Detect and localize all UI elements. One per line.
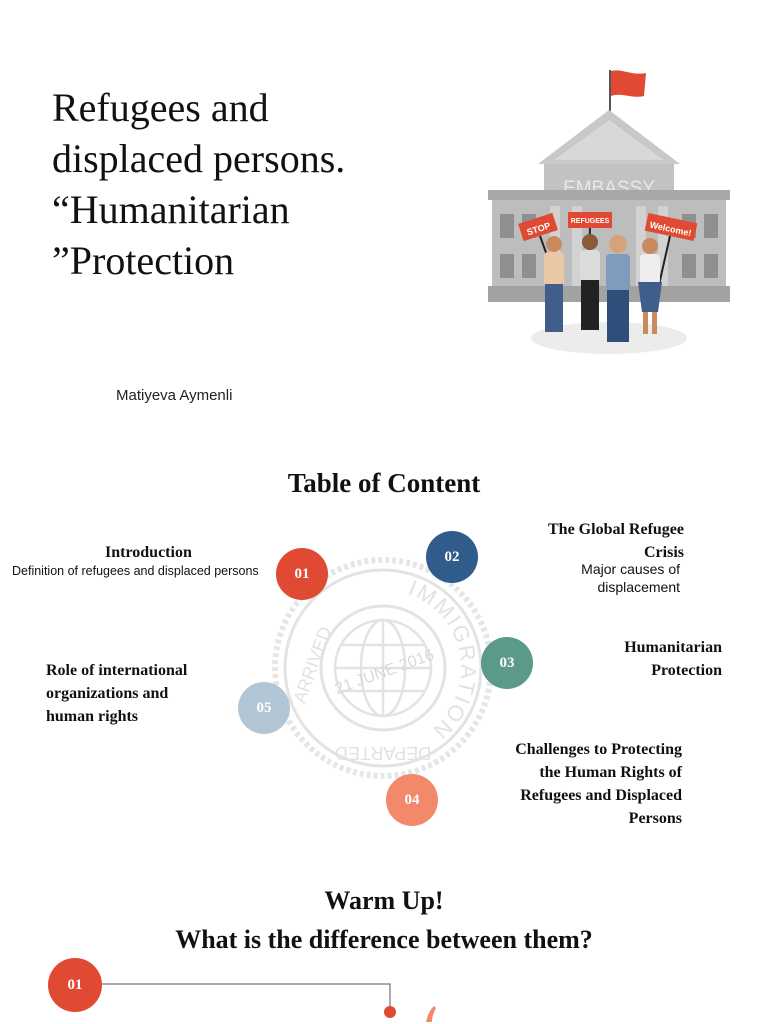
toc-number-02[interactable]: 02 <box>426 531 478 583</box>
warmup-title: Warm Up! <box>324 886 444 915</box>
toc-item-title-01[interactable]: Introduction <box>105 544 192 561</box>
warmup-number-01[interactable]: 01 <box>48 958 102 1012</box>
toc-item-title-05-line-2: organizations and <box>46 685 169 702</box>
hand-icon <box>426 1006 436 1022</box>
toc-item-title-05[interactable]: Role of international organizations and … <box>46 659 187 728</box>
title-line-2: displaced persons. <box>52 136 346 181</box>
slide-title: Refugees and displaced persons. “Humanit… <box>52 82 412 286</box>
protesters <box>544 234 662 342</box>
stamp-left-text: ARRIVED <box>289 624 335 706</box>
toc-item-title-04-line-4: Persons <box>628 810 682 827</box>
author-name: Matiyeva Aymenli <box>116 387 233 404</box>
sign-refugees-text: REFUGEES <box>571 218 610 225</box>
toc-item-title-02-line-2: Crisis <box>644 544 684 561</box>
title-line-4: ”Protection <box>52 238 235 283</box>
toc-item-title-02[interactable]: The Global Refugee Crisis <box>470 518 684 564</box>
globe-icon <box>333 618 433 718</box>
warmup-question: What is the difference between them? <box>175 925 593 954</box>
toc-item-title-04-line-2: the Human Rights of <box>539 764 682 781</box>
toc-item-title-04[interactable]: Challenges to Protecting the Human Right… <box>440 738 682 830</box>
toc-item-subtitle-02-line-1: Major causes of <box>581 561 680 577</box>
toc-item-title-03-line-2: Protection <box>651 662 722 679</box>
toc-item-title-04-line-1: Challenges to Protecting <box>515 741 682 758</box>
toc-item-title-03[interactable]: Humanitarian Protection <box>560 636 722 682</box>
embassy-protest-illustration: EMBASSY STOP REFUGEES Welcome! <box>488 70 730 354</box>
toc-number-05[interactable]: 05 <box>238 682 290 734</box>
title-line-1: Refugees and <box>52 85 269 130</box>
toc-heading: Table of Content <box>287 468 481 498</box>
title-line-3: “Humanitarian <box>52 187 290 232</box>
flag-icon <box>611 70 646 97</box>
toc-item-title-05-line-1: Role of international <box>46 662 188 679</box>
toc-number-03[interactable]: 03 <box>481 637 533 689</box>
connector-dot <box>384 1006 396 1018</box>
toc-item-title-04-line-3: Refugees and Displaced <box>520 787 682 804</box>
toc-item-subtitle-02: Major causes of displacement <box>520 560 680 596</box>
warmup-connector <box>102 983 436 1022</box>
toc-item-title-02-line-1: The Global Refugee <box>548 521 684 538</box>
toc-number-01[interactable]: 01 <box>276 548 328 600</box>
toc-item-title-05-line-3: human rights <box>46 708 139 725</box>
toc-item-subtitle-02-line-2: displacement <box>597 579 681 595</box>
stamp-bottom-text: DEPARTED <box>335 743 431 763</box>
toc-item-title-03-line-1: Humanitarian <box>624 639 722 656</box>
toc-item-subtitle-01: Definition of refugees and displaced per… <box>12 564 259 578</box>
toc-number-04[interactable]: 04 <box>386 774 438 826</box>
